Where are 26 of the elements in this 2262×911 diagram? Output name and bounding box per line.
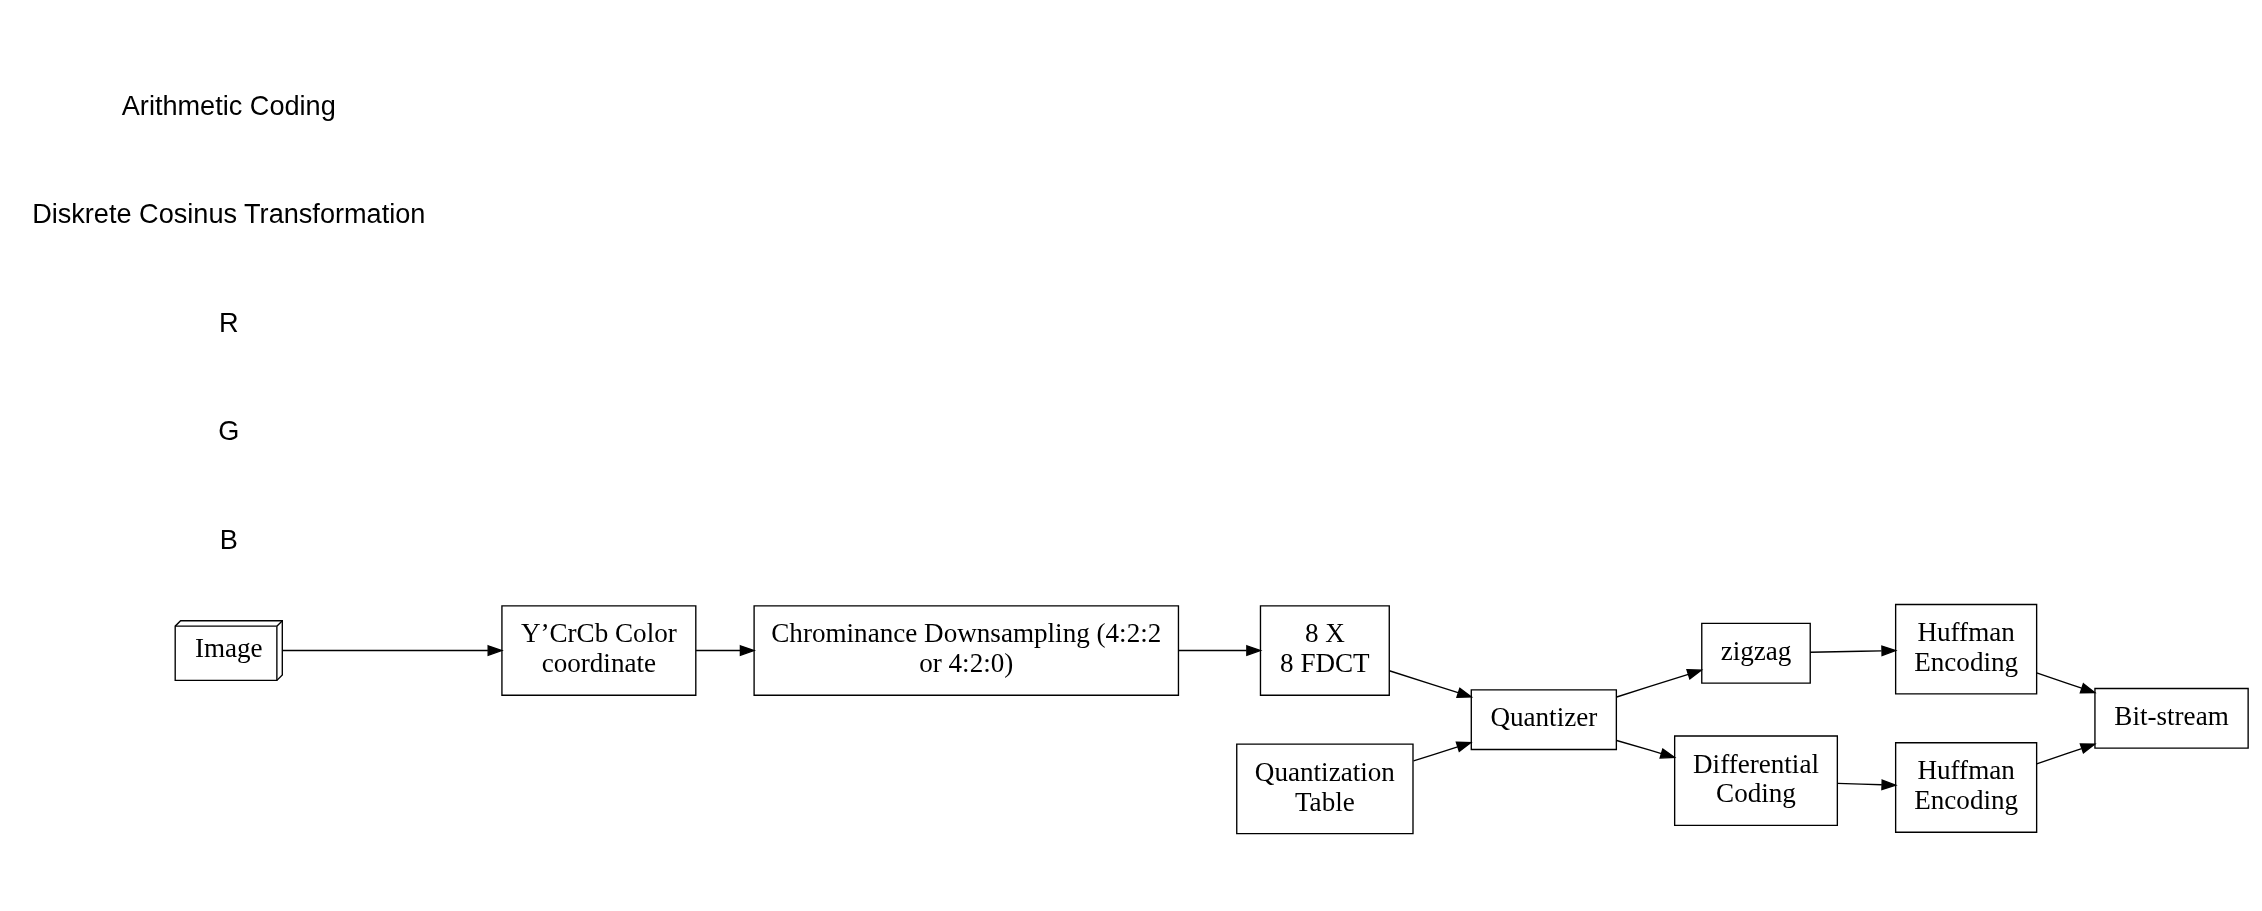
arrow	[1388, 669, 1474, 698]
label: Diskrete Cosinus Transformation	[32, 197, 426, 229]
arrow	[1836, 778, 1898, 790]
label: B	[219, 523, 238, 555]
arrow	[281, 644, 504, 656]
arrow	[695, 644, 756, 656]
node-box: 8 X 8 FDCT	[1259, 604, 1390, 696]
node-box: zigzag	[1701, 622, 1811, 684]
label: Arithmetic Coding	[121, 89, 336, 121]
arrow	[1616, 739, 1677, 759]
node-box: Differential Coding	[1674, 734, 1839, 826]
arrow	[2036, 742, 2097, 765]
node-box: Quantizer	[1470, 688, 1618, 750]
label: G	[218, 414, 240, 446]
arrow	[2036, 671, 2097, 693]
node-box: Huffman Encoding	[1894, 741, 2038, 833]
label: R	[218, 306, 239, 338]
node-box: Y’CrCb Color coordinate	[501, 604, 697, 696]
arrow	[1178, 644, 1263, 656]
arrow	[1616, 668, 1704, 698]
node-box: Quantization Table	[1236, 742, 1414, 834]
node-box: Bit-stream	[2094, 687, 2249, 749]
node-box: Chrominance Downsampling (4:2:2 or 4:2:0)	[753, 604, 1180, 696]
node-box: Huffman Encoding	[1894, 603, 2038, 695]
arrow	[1412, 741, 1473, 762]
arrow	[1809, 644, 1898, 657]
